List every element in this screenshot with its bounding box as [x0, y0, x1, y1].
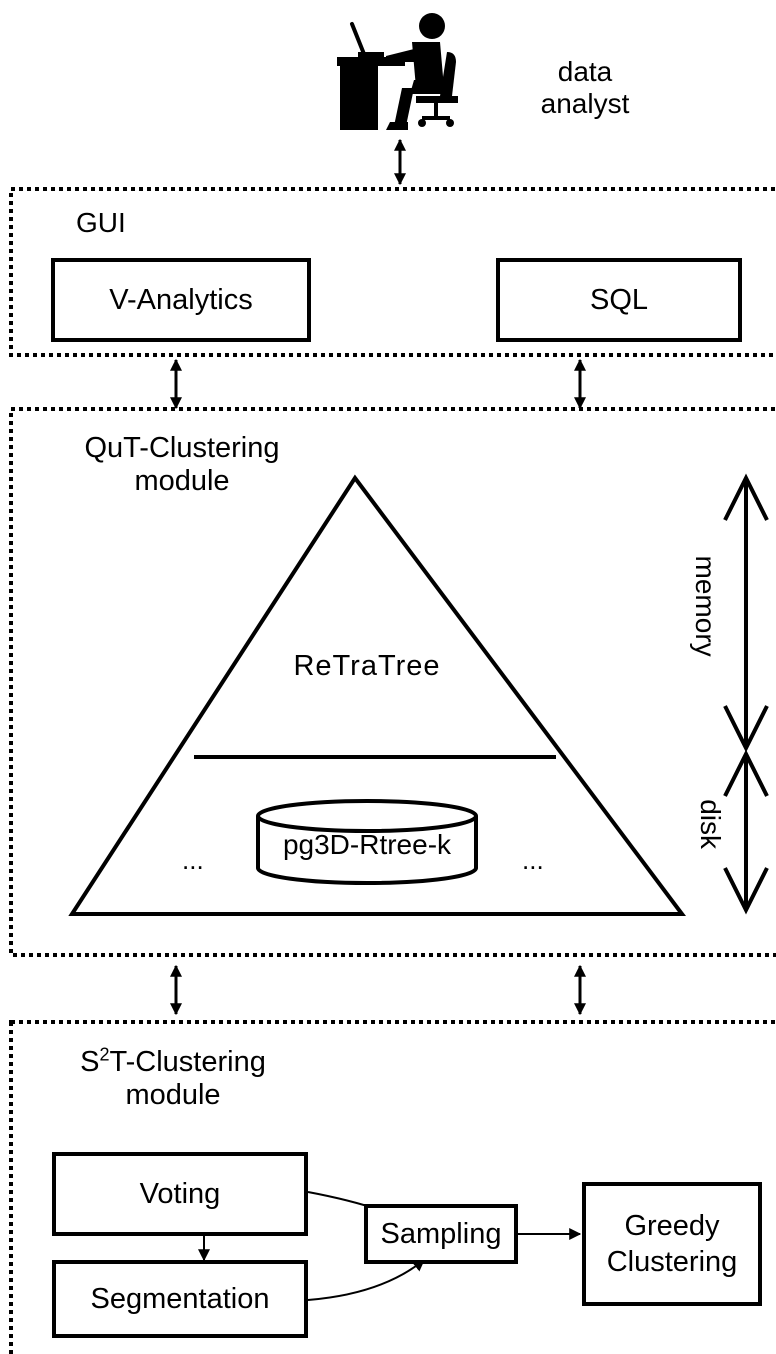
qut-container [9, 407, 776, 957]
pg3d-cylinder [256, 799, 478, 885]
s2t-title-suffix: T-Clustering [109, 1046, 266, 1078]
s2t-title-prefix: S [80, 1046, 100, 1078]
v-analytics-label: V-Analytics [109, 283, 253, 316]
greedy-clustering-box[interactable]: Greedy Clustering [582, 1182, 762, 1306]
s2t-title-line2: module [125, 1079, 221, 1112]
analyst-label: data analyst [520, 56, 650, 120]
greedy-label-line1: Greedy [624, 1209, 720, 1242]
v-analytics-box[interactable]: V-Analytics [51, 258, 311, 342]
qut-title: QuT-Clustering module [52, 432, 312, 499]
ellipsis-left: ... [182, 845, 204, 875]
s2t-title-line1: S2T-Clustering [48, 1044, 298, 1079]
s2t-title: S2T-Clustering module [48, 1044, 298, 1113]
sampling-label: Sampling [380, 1217, 502, 1250]
memory-arrow-bottom-head [723, 705, 769, 753]
pg3d-label: pg3D-Rtree-k [282, 829, 452, 860]
segmentation-sampling-arrow [307, 1259, 425, 1301]
greedy-label-line2: Clustering [606, 1246, 738, 1278]
s2t-title-superscript: 2 [99, 1044, 110, 1065]
segmentation-label: Segmentation [90, 1282, 270, 1315]
ellipsis-right: ... [522, 845, 544, 875]
memory-arrow-top-head [723, 473, 769, 521]
analyst-label-line1: data [557, 56, 613, 87]
disk-label: disk [695, 799, 727, 849]
sql-label: SQL [589, 283, 649, 316]
sql-box[interactable]: SQL [496, 258, 742, 342]
gui-container [9, 187, 776, 357]
voting-label: Voting [139, 1177, 221, 1210]
disk-arrow-top-head [723, 749, 769, 797]
analyst-label-line2: analyst [540, 88, 630, 120]
voting-box[interactable]: Voting [52, 1152, 308, 1236]
data-analyst-icon [337, 13, 458, 130]
sampling-box[interactable]: Sampling [364, 1204, 518, 1264]
retratree-label: ReTraTree [293, 650, 441, 682]
memory-label: memory [690, 555, 722, 657]
gui-title: GUI [76, 207, 126, 238]
retratree-triangle [68, 474, 686, 916]
qut-title-line1: QuT-Clustering [84, 432, 280, 464]
segmentation-box[interactable]: Segmentation [52, 1260, 308, 1338]
disk-arrow-bottom-head [723, 867, 769, 915]
s2t-container [9, 1020, 776, 1354]
qut-title-line2: module [134, 465, 230, 498]
